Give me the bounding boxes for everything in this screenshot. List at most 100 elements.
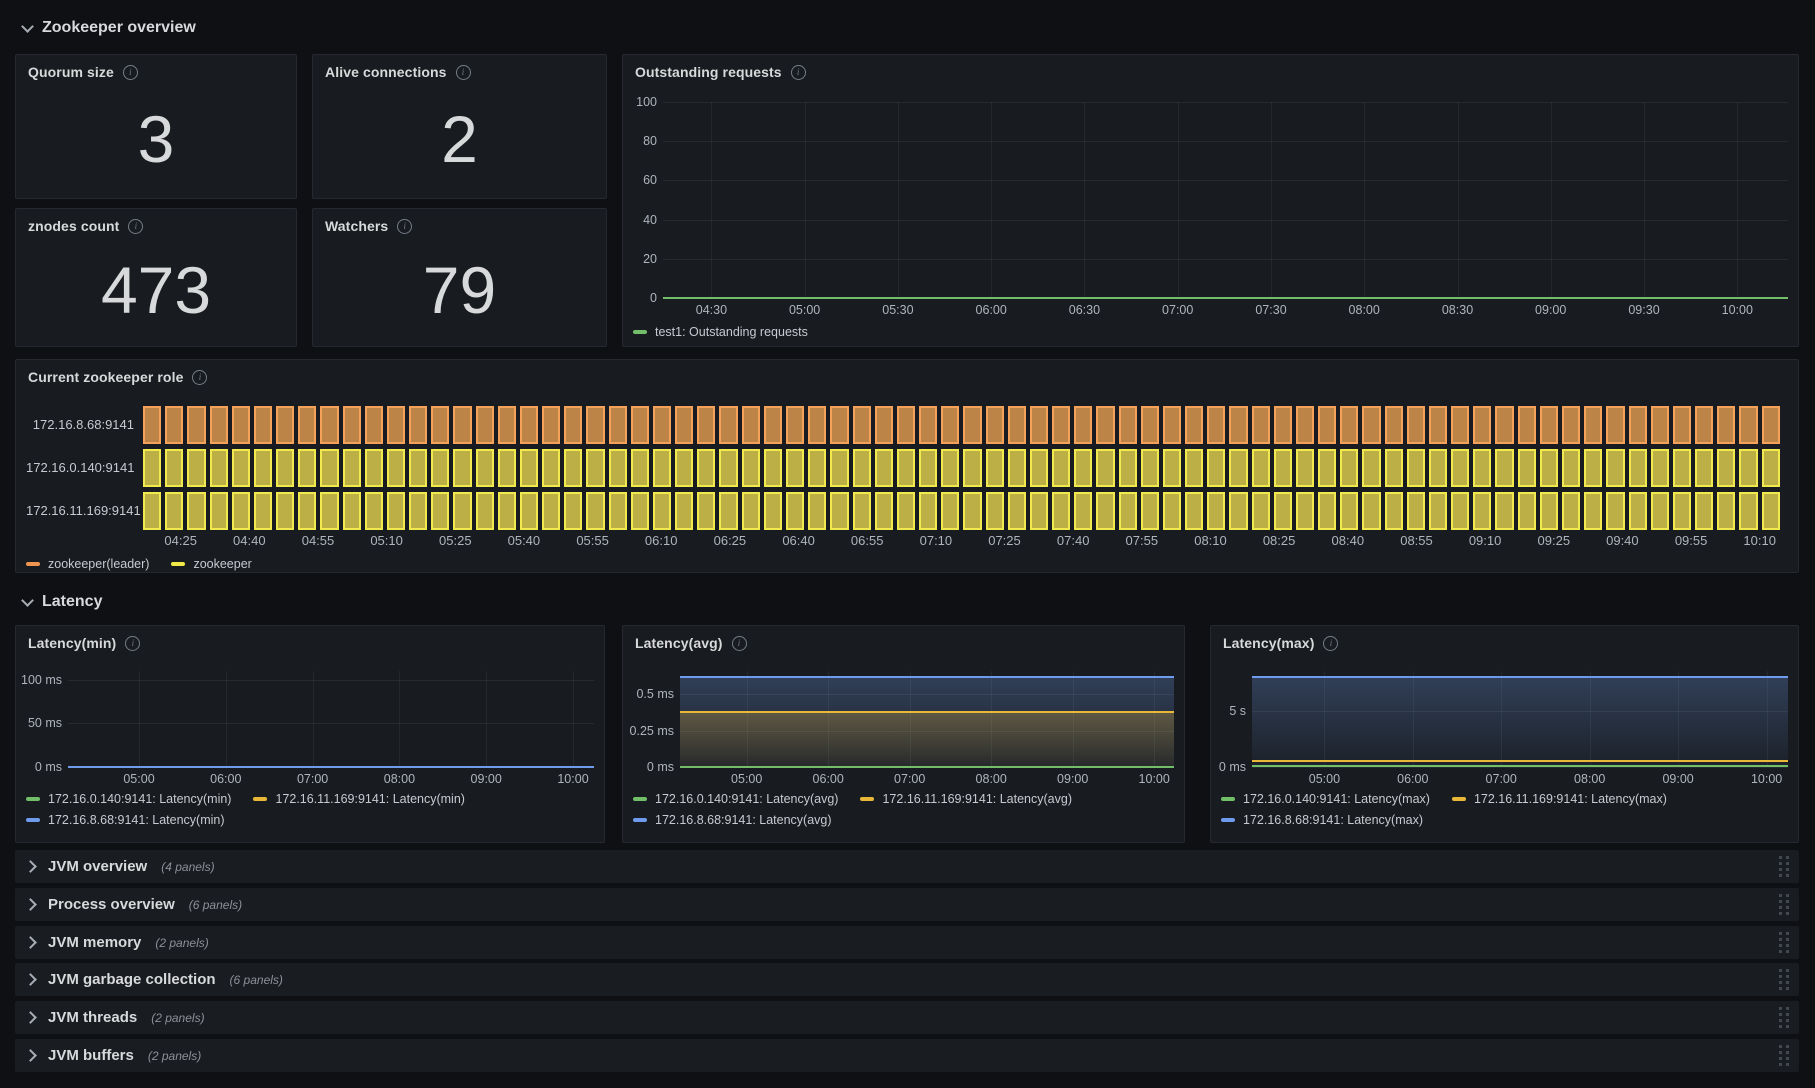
info-icon[interactable]: [397, 218, 413, 234]
drag-handle-icon[interactable]: [1779, 932, 1790, 953]
row-jvm-memory[interactable]: JVM memory (2 panels): [15, 926, 1799, 959]
legend-item[interactable]: zookeeper: [171, 557, 252, 571]
drag-handle-icon[interactable]: [1779, 1045, 1790, 1066]
row-panel-count: (4 panels): [161, 859, 215, 874]
timeline-segment: [586, 406, 605, 444]
x-tick-label: 08:00: [383, 772, 416, 786]
x-tick-label: 09:00: [1662, 772, 1694, 786]
legend-item[interactable]: 172.16.0.140:9141: Latency(max): [1221, 792, 1430, 806]
section-title: Zookeeper overview: [42, 19, 196, 36]
panel-title[interactable]: Latency(max): [1223, 635, 1315, 651]
y-tick-label: 0.25 ms: [629, 723, 674, 738]
timeline-segment: [1251, 492, 1270, 530]
gridline: [909, 671, 911, 767]
legend-item[interactable]: 172.16.8.68:9141: Latency(min): [26, 813, 225, 827]
gridline: [1644, 102, 1645, 298]
timeline-segment: [519, 492, 539, 530]
legend-swatch-icon: [1221, 797, 1235, 801]
legend-item[interactable]: test1: Outstanding requests: [633, 325, 808, 339]
timeline-segment: [364, 406, 383, 444]
plot-area[interactable]: [68, 671, 594, 767]
panel-title[interactable]: znodes count: [28, 218, 120, 234]
info-icon[interactable]: [1323, 635, 1339, 651]
stat-value: 473: [100, 252, 212, 327]
panel-title[interactable]: Latency(min): [28, 635, 117, 651]
legend-item[interactable]: 172.16.8.68:9141: Latency(max): [1221, 813, 1423, 827]
gridline: [486, 671, 488, 767]
timeline-segment: [1229, 406, 1248, 444]
gridline: [804, 102, 806, 298]
x-tick-label: 08:55: [1400, 533, 1433, 548]
legend-swatch-icon: [26, 797, 40, 801]
info-icon[interactable]: [455, 64, 471, 80]
legend-item[interactable]: 172.16.11.169:9141: Latency(avg): [860, 792, 1072, 806]
timeline-segment: [409, 406, 428, 444]
info-icon[interactable]: [125, 635, 141, 651]
timeline-row[interactable]: [143, 449, 1780, 487]
legend-item[interactable]: 172.16.11.169:9141: Latency(max): [1451, 792, 1667, 806]
panel-header: Latency(avg): [635, 634, 747, 652]
legend-label: 172.16.8.68:9141: Latency(min): [48, 813, 225, 827]
panel-title[interactable]: Alive connections: [325, 64, 447, 80]
legend-swatch-icon: [633, 797, 647, 801]
legend-swatch-icon: [171, 562, 186, 566]
row-title: JVM memory: [48, 934, 142, 951]
panel-title[interactable]: Outstanding requests: [635, 64, 782, 80]
timeline-segment: [320, 449, 339, 487]
timeline-segment: [630, 449, 649, 487]
timeline-segment: [276, 449, 295, 487]
gridline: [991, 102, 993, 298]
timeline-segment: [1672, 449, 1692, 487]
panel-title[interactable]: Latency(avg): [635, 635, 723, 651]
gridline: [828, 671, 830, 767]
timeline-segment: [1162, 449, 1182, 487]
info-icon[interactable]: [128, 218, 144, 234]
legend-item[interactable]: zookeeper(leader): [26, 557, 149, 571]
info-icon[interactable]: [122, 64, 138, 80]
drag-handle-icon[interactable]: [1779, 856, 1790, 877]
legend-item[interactable]: 172.16.0.140:9141: Latency(min): [26, 792, 231, 806]
info-icon[interactable]: [192, 369, 208, 385]
timeline-segment: [697, 406, 716, 444]
timeline-segment: [1140, 406, 1159, 444]
panel-latency-max: Latency(max) 05:0006:0007:0008:0009:0010…: [1210, 625, 1799, 843]
timeline-segment: [1340, 449, 1359, 487]
panel-title[interactable]: Current zookeeper role: [28, 369, 184, 385]
legend-label: 172.16.8.68:9141: Latency(max): [1243, 813, 1423, 827]
timeline-segment: [1185, 449, 1204, 487]
legend-item[interactable]: 172.16.0.140:9141: Latency(avg): [633, 792, 838, 806]
panel-title[interactable]: Watchers: [325, 218, 389, 234]
info-icon[interactable]: [790, 64, 806, 80]
series-line: [1252, 764, 1788, 767]
row-jvm-overview[interactable]: JVM overview (4 panels): [15, 850, 1799, 883]
gridline: [1364, 102, 1366, 298]
info-icon[interactable]: [731, 635, 747, 651]
timeline-segment: [1362, 492, 1381, 530]
row-jvm-buffers[interactable]: JVM buffers (2 panels): [15, 1039, 1799, 1072]
timeline-row[interactable]: [143, 406, 1780, 444]
timeline-segment: [830, 492, 849, 530]
row-jvm-threads[interactable]: JVM threads (2 panels): [15, 1001, 1799, 1034]
timeline-row[interactable]: [143, 492, 1780, 530]
row-process-overview[interactable]: Process overview (6 panels): [15, 888, 1799, 921]
x-tick-label: 05:00: [731, 772, 763, 786]
timeline-segment: [874, 449, 893, 487]
legend-item[interactable]: 172.16.11.169:9141: Latency(min): [253, 792, 465, 806]
drag-handle-icon[interactable]: [1779, 1007, 1790, 1028]
timeline-segment: [963, 406, 982, 444]
timeline-segment: [896, 492, 916, 530]
plot-area[interactable]: [663, 102, 1788, 298]
row-jvm-garbage-collection[interactable]: JVM garbage collection (6 panels): [15, 963, 1799, 996]
panel-title[interactable]: Quorum size: [28, 64, 114, 80]
section-row-latency[interactable]: Latency: [21, 590, 102, 614]
legend-label: 172.16.0.140:9141: Latency(max): [1243, 792, 1430, 806]
x-tick-label: 04:25: [164, 533, 197, 548]
section-row-zookeeper-overview[interactable]: Zookeeper overview: [21, 16, 196, 40]
legend-item[interactable]: 172.16.8.68:9141: Latency(avg): [633, 813, 832, 827]
drag-handle-icon[interactable]: [1779, 969, 1790, 990]
timeline-segment: [253, 406, 273, 444]
timeline-segment: [1029, 492, 1049, 530]
panel-znodes-count: znodes count 473: [15, 208, 297, 347]
drag-handle-icon[interactable]: [1779, 894, 1790, 915]
gridline: [1154, 671, 1156, 767]
